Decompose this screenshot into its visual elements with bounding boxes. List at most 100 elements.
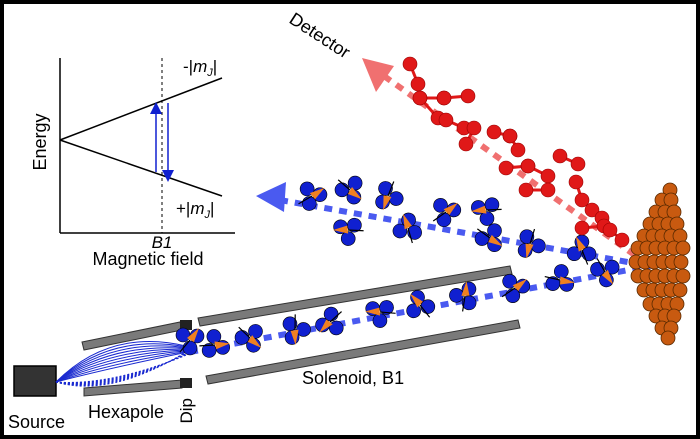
upper-level-line bbox=[59, 77, 223, 141]
fan-line bbox=[55, 347, 187, 383]
red-molecules bbox=[402, 56, 630, 248]
atom bbox=[436, 90, 452, 106]
dipole-tip bbox=[476, 228, 491, 239]
spin-arrow bbox=[443, 202, 458, 215]
atom bbox=[510, 142, 526, 158]
atom bbox=[347, 175, 363, 191]
spin-arrow bbox=[471, 205, 487, 214]
spin-arrow bbox=[560, 276, 575, 285]
b1-marker-label: B1 bbox=[152, 233, 173, 252]
dipole-tip bbox=[199, 344, 216, 347]
fan-line bbox=[55, 351, 187, 383]
red-molecule bbox=[568, 174, 590, 208]
dipole-tip bbox=[407, 227, 413, 244]
dipole-tip bbox=[581, 249, 589, 265]
dipole-tip bbox=[379, 311, 396, 314]
atom bbox=[570, 156, 586, 172]
blue-molecule bbox=[334, 175, 363, 205]
dipole-tip bbox=[462, 295, 466, 312]
atom bbox=[410, 76, 426, 92]
atom bbox=[584, 202, 600, 218]
dipole-tip bbox=[485, 208, 502, 211]
blue-molecule bbox=[501, 273, 531, 303]
atom bbox=[540, 168, 556, 184]
atom bbox=[568, 174, 584, 190]
red-molecule bbox=[438, 112, 472, 136]
dipole-tip bbox=[298, 195, 313, 205]
atom bbox=[602, 222, 618, 238]
spin-arrow bbox=[187, 328, 199, 342]
surface-atoms bbox=[628, 182, 691, 346]
red-molecule bbox=[518, 182, 556, 198]
blue-molecule bbox=[175, 327, 205, 356]
blue-molecule bbox=[282, 314, 311, 345]
red-molecule bbox=[458, 120, 482, 152]
red-molecule bbox=[520, 158, 556, 184]
dipole-tip bbox=[238, 326, 251, 339]
atom bbox=[458, 136, 474, 152]
dipole-tip bbox=[294, 314, 296, 331]
hexapole-label: Hexapole bbox=[88, 402, 164, 422]
blue-molecule bbox=[392, 212, 422, 244]
atom bbox=[502, 128, 518, 144]
fan-line bbox=[55, 354, 187, 383]
dipole-tip bbox=[329, 311, 342, 323]
dipole-tip bbox=[544, 275, 561, 281]
source-block bbox=[13, 365, 57, 397]
blue-molecule bbox=[517, 228, 546, 259]
source-label: Source bbox=[8, 412, 65, 432]
dipole-tip bbox=[432, 211, 447, 222]
spin-arrow bbox=[488, 234, 503, 247]
lower-level-line bbox=[59, 139, 223, 197]
dipole-tip bbox=[501, 287, 516, 298]
fan-line bbox=[55, 343, 187, 383]
spin-arrow bbox=[461, 281, 470, 296]
blue-molecule bbox=[234, 324, 263, 353]
spin-arrow bbox=[365, 307, 381, 316]
atom bbox=[412, 90, 428, 106]
blue-molecule bbox=[298, 181, 328, 211]
solenoid-rod-bottom bbox=[205, 319, 521, 385]
blue-molecule bbox=[449, 281, 477, 312]
atom bbox=[574, 220, 590, 236]
atom bbox=[498, 160, 514, 176]
blue-molecule bbox=[590, 258, 620, 288]
dip-cap-bottom bbox=[180, 378, 192, 388]
solenoid-rod-top bbox=[197, 265, 513, 327]
spin-arrow bbox=[410, 293, 423, 308]
red-molecule bbox=[402, 56, 426, 92]
red-molecule bbox=[502, 128, 526, 158]
fan-line bbox=[55, 345, 187, 383]
atom bbox=[175, 327, 191, 343]
atom bbox=[520, 158, 536, 174]
spin-arrow bbox=[333, 225, 349, 234]
atom bbox=[518, 182, 534, 198]
spin-arrow bbox=[319, 319, 333, 333]
dipole-tip bbox=[337, 179, 351, 191]
blue-molecules bbox=[175, 175, 620, 358]
incoming-beam bbox=[189, 263, 651, 355]
fan-line bbox=[55, 349, 187, 383]
spin-arrow bbox=[403, 213, 412, 230]
dip-cap-top bbox=[180, 320, 192, 330]
atom bbox=[552, 148, 568, 164]
blue-molecule bbox=[365, 300, 396, 328]
red-molecule bbox=[552, 148, 586, 172]
red-molecule bbox=[602, 222, 630, 248]
blue-molecule bbox=[333, 217, 364, 246]
apparatus bbox=[13, 265, 521, 397]
dipole-tip bbox=[596, 258, 606, 273]
upper-state-label: -|mJ| bbox=[183, 57, 217, 79]
blue-molecule bbox=[544, 264, 575, 292]
dip-label: Dip bbox=[177, 398, 196, 424]
atom bbox=[540, 182, 556, 198]
solenoid-label: Solenoid, B1 bbox=[302, 368, 404, 388]
fan-line bbox=[55, 350, 187, 383]
spin-arrow bbox=[512, 278, 527, 292]
energy-inset: Energy Magnetic field B1 -|mJ| +|mJ| bbox=[30, 57, 235, 269]
dipole-tip bbox=[529, 228, 536, 245]
surface-atom bbox=[660, 330, 676, 346]
blue-molecule bbox=[375, 181, 404, 211]
